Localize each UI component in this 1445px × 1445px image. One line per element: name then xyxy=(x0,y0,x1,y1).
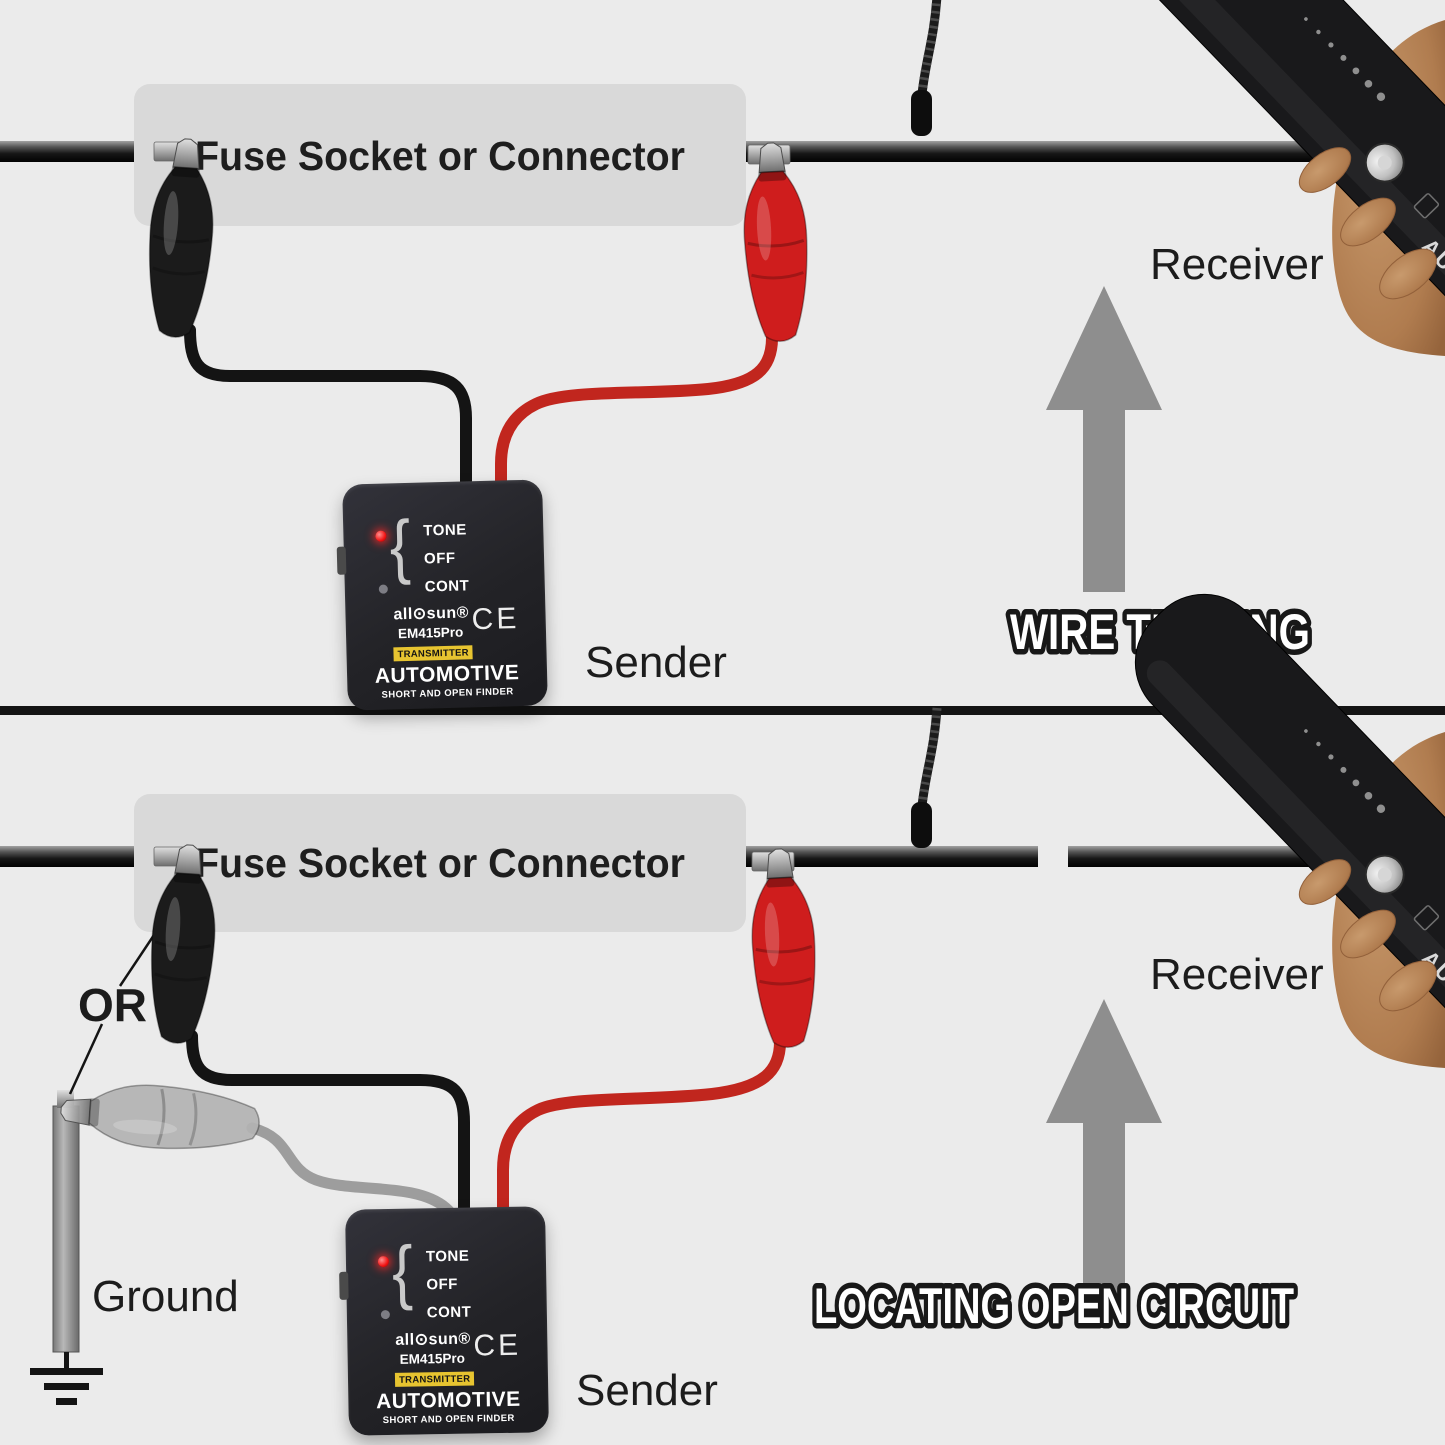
cont-led xyxy=(380,1309,390,1320)
ground-label: Ground xyxy=(92,1272,239,1321)
trace-direction-arrow-bottom xyxy=(1046,999,1162,1305)
ce-mark: CE xyxy=(473,1328,522,1363)
receiver-probe-bottom xyxy=(911,569,1445,1090)
or-pointer-line-lower xyxy=(68,1023,104,1095)
red-test-lead-bottom xyxy=(497,1036,786,1222)
switch-label-cont: CONT xyxy=(426,1303,472,1322)
black-test-lead-bottom xyxy=(186,1030,470,1222)
sender-label-top: Sender xyxy=(585,638,727,687)
switch-brace: { xyxy=(388,506,412,587)
panel-divider xyxy=(0,706,1445,715)
red-alligator-clip-top xyxy=(738,139,814,345)
switch-label-tone: TONE xyxy=(423,521,467,540)
ground-post xyxy=(52,1105,80,1353)
product-name-line1: AUTOMOTIVE xyxy=(375,1387,521,1414)
mode-switch xyxy=(336,546,347,575)
receiver-probe-top xyxy=(911,0,1445,378)
switch-label-off: OFF xyxy=(423,549,456,568)
tone-led xyxy=(375,530,387,542)
fuse-label-top: Fuse Socket or Connector xyxy=(195,133,685,179)
sender-transmitter-device-top: { TONE OFF CONT all⊙sun® EM415Pro CE TRA… xyxy=(336,479,548,711)
switch-label-cont: CONT xyxy=(424,577,470,596)
model-number: EM415Pro xyxy=(397,624,464,642)
cont-led xyxy=(378,584,388,594)
mode-switch xyxy=(339,1271,349,1300)
model-number: EM415Pro xyxy=(399,1350,466,1367)
fuse-label-box-bottom: Fuse Socket or Connector xyxy=(134,794,746,932)
ground-symbol-icon xyxy=(30,1352,103,1405)
sender-label-bottom: Sender xyxy=(576,1366,718,1415)
switch-brace: { xyxy=(391,1232,414,1313)
red-test-lead-top xyxy=(495,332,778,506)
sender-transmitter-device-bottom: { TONE OFF CONT all⊙sun® EM415Pro CE TRA… xyxy=(339,1206,549,1436)
fuse-label-box-top: Fuse Socket or Connector xyxy=(134,84,746,226)
receiver-label-bottom: Receiver xyxy=(1150,950,1324,999)
brand-logo: all⊙sun® xyxy=(393,604,470,624)
product-name-line2: SHORT AND OPEN FINDER xyxy=(382,1412,515,1427)
transmitter-badge: TRANSMITTER xyxy=(394,1371,475,1387)
ce-mark: CE xyxy=(471,602,520,637)
brand-logo: all⊙sun® xyxy=(395,1330,471,1349)
fuse-label-bottom: Fuse Socket or Connector xyxy=(195,840,685,886)
gray-alligator-clip xyxy=(57,1077,263,1157)
transmitter-badge: TRANSMITTER xyxy=(393,645,474,662)
trace-direction-arrow-top xyxy=(1046,286,1162,592)
black-test-lead-top xyxy=(184,324,472,506)
caption-locating-open-circuit: LOCATING OPEN CIRCUIT xyxy=(814,1278,1294,1334)
or-label: OR xyxy=(78,979,147,1031)
red-alligator-clip-bottom xyxy=(746,845,822,1051)
switch-label-off: OFF xyxy=(426,1275,459,1294)
switch-label-tone: TONE xyxy=(425,1247,470,1266)
receiver-label-top: Receiver xyxy=(1150,240,1324,289)
tone-led xyxy=(377,1256,390,1268)
